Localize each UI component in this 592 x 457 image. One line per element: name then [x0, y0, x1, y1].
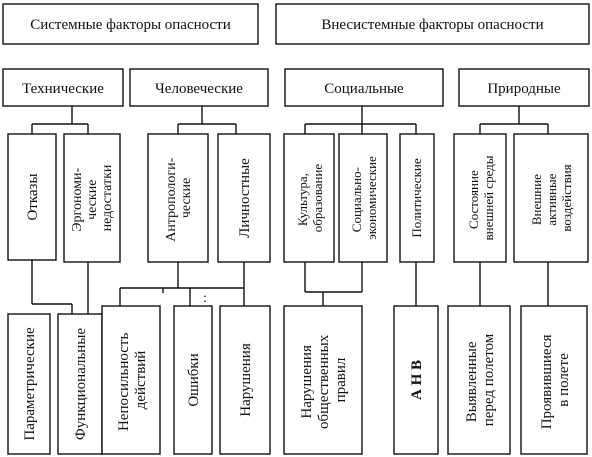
label-manifested-in: Проявившиеся в полете: [539, 331, 572, 430]
label-external-factors: Внесистемные факторы опасности: [321, 17, 543, 33]
label-detected-before: Выявленные перед полетом: [464, 333, 497, 426]
box-political: [399, 133, 435, 263]
label-anthropological-line-2: ческие: [179, 178, 194, 218]
label-socioeconomic: Социально- экономические: [349, 156, 379, 240]
connector-social-lower: [304, 262, 417, 306]
label-inability-line-1: Непосильность: [116, 333, 132, 432]
box-technical: [2, 68, 124, 107]
label-social-violations-line-1: Нарушения: [299, 345, 315, 419]
box-environment: [453, 133, 507, 263]
label-socioeconomic-line-2: экономические: [364, 156, 379, 240]
connector-natural: [479, 106, 549, 134]
label-culture-line-1: Культура,: [295, 173, 310, 226]
connector-human: [177, 106, 237, 134]
box-errors: [173, 305, 213, 455]
box-external-factors: [275, 3, 590, 45]
label-political: Политические: [409, 158, 424, 237]
label-manifested-in-line-1: Проявившиеся: [539, 334, 555, 429]
label-ergonomic: Эргономи- ческие недостатки: [70, 164, 115, 232]
connector-technical: [31, 106, 89, 134]
label-inability: Непосильность действий: [116, 329, 149, 431]
box-manifested-in: [520, 305, 588, 455]
box-external-impacts: [513, 133, 589, 263]
label-ergonomic-line-3: недостатки: [100, 164, 115, 231]
box-ergonomic: [63, 133, 121, 263]
label-anthropological: Антропологи- ческие: [164, 154, 194, 242]
label-external-impacts-line-1: Внешние: [529, 174, 544, 225]
label-anv: А Н В: [409, 360, 425, 400]
connector-technical-lower: [31, 260, 89, 314]
label-manifested-in-line-2: в полете: [556, 353, 572, 407]
marker-colon: :: [203, 291, 207, 306]
box-natural: [458, 68, 590, 107]
label-violations: Нарушения: [238, 343, 254, 417]
box-failures: [7, 133, 57, 261]
box-social-violations: [283, 305, 363, 455]
label-social-violations-line-2: общественных: [316, 334, 332, 429]
label-environment-line-1: Состояние: [466, 170, 481, 229]
label-natural: Природные: [487, 81, 561, 97]
connector-natural-lower: [479, 262, 549, 306]
connector-social: [304, 106, 417, 134]
label-culture-line-2: образование: [310, 164, 325, 233]
label-anthropological-line-1: Антропологи-: [164, 157, 179, 241]
box-personal: [217, 133, 271, 263]
label-errors: Ошибки: [186, 353, 202, 406]
label-culture: Культура, образование: [295, 164, 325, 233]
box-functional: [57, 313, 103, 455]
connectors: [31, 106, 549, 314]
label-personal: Личностные: [237, 158, 253, 238]
label-social-violations-line-3: правил: [333, 357, 349, 402]
box-inability: [101, 305, 161, 455]
box-detected-before: [447, 305, 511, 455]
label-inability-line-2: действий: [133, 351, 149, 410]
label-ergonomic-line-1: Эргономи-: [70, 167, 85, 231]
label-ergonomic-line-2: ческие: [85, 180, 100, 220]
label-systemic-factors: Системные факторы опасности: [30, 17, 231, 33]
label-environment-line-2: внешней среды: [481, 155, 496, 240]
box-social: [284, 68, 444, 107]
label-social-violations: Нарушения общественных правил: [299, 331, 349, 429]
label-external-impacts-line-3: воздействия: [559, 164, 574, 231]
label-environment: Состояние внешней среды: [466, 155, 496, 240]
label-socioeconomic-line-1: Социально-: [349, 167, 364, 232]
label-external-impacts-line-2: активные: [544, 173, 559, 225]
box-violations: [219, 305, 271, 455]
connector-human-lower: [119, 262, 245, 306]
box-parametric: [7, 313, 51, 455]
box-anthropological: [147, 133, 209, 263]
label-detected-before-line-1: Выявленные: [464, 341, 480, 422]
label-technical: Технические: [22, 81, 104, 97]
label-functional: Функциональные: [73, 328, 89, 440]
box-socioeconomic: [338, 133, 388, 263]
box-systemic-factors: [2, 3, 259, 45]
box-culture: [283, 133, 335, 263]
box-anv: [393, 305, 439, 455]
box-human: [129, 68, 269, 107]
label-external-impacts: Внешние активные воздействия: [529, 164, 574, 231]
label-human: Человеческие: [155, 81, 243, 97]
label-parametric: Параметрические: [22, 327, 38, 441]
label-social: Социальные: [324, 81, 404, 97]
label-detected-before-line-2: перед полетом: [481, 333, 497, 426]
label-failures: Отказы: [25, 173, 41, 220]
